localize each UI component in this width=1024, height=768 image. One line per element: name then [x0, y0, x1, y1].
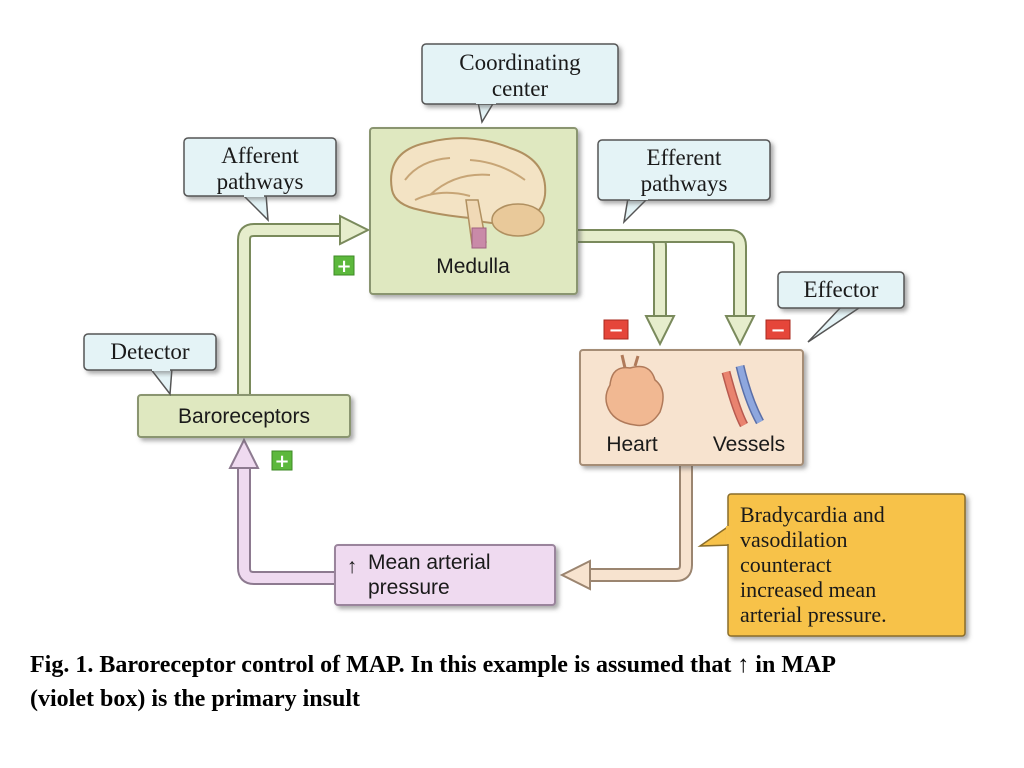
map-label-line2: pressure	[368, 576, 450, 599]
figure-caption: Fig. 1. Baroreceptor control of MAP. In …	[30, 648, 1000, 716]
note-line1: Bradycardia and	[740, 502, 885, 527]
heart-label: Heart	[606, 433, 658, 456]
baroreceptors-label: Baroreceptors	[178, 405, 310, 428]
medulla-box: Medulla	[369, 127, 578, 295]
map-box: ↑ Mean arterial pressure	[334, 544, 556, 606]
minus-sign-vessels: −	[765, 319, 791, 341]
note-line2: vasodilation	[740, 527, 848, 552]
callout-coordinating-center: Coordinating center	[421, 43, 619, 125]
afferent-line1: Afferent	[221, 143, 299, 168]
effector-to-map-arrow	[559, 465, 693, 591]
coordinating-line2: center	[492, 76, 549, 101]
map-label-line1: Mean arterial	[368, 551, 491, 574]
map-to-baroreceptor-arrow	[228, 437, 335, 585]
detector-label: Detector	[110, 339, 190, 364]
plus-sign-baroreceptor: +	[271, 450, 293, 472]
vessels-icon	[721, 364, 764, 428]
note-line4: increased mean	[740, 577, 876, 602]
effector-box: Heart Vessels	[579, 349, 804, 466]
afferent-arrow	[237, 214, 371, 395]
bradycardia-note: Bradycardia and vasodilation counteract …	[697, 493, 966, 637]
brain-icon	[390, 137, 547, 249]
baroreceptors-box: Baroreceptors	[137, 394, 351, 438]
coordinating-line1: Coordinating	[459, 50, 581, 75]
heart-icon	[605, 354, 664, 427]
note-line5: arterial pressure.	[740, 602, 887, 627]
callout-afferent-pathways: Afferent pathways	[183, 137, 337, 222]
callout-detector: Detector	[83, 333, 217, 397]
caption-line2: (violet box) is the primary insult	[30, 686, 360, 712]
effector-label: Effector	[804, 277, 879, 302]
svg-text:+: +	[274, 451, 289, 472]
caption-line1: Fig. 1. Baroreceptor control of MAP. In …	[30, 652, 836, 678]
minus-sign-heart: −	[603, 319, 629, 341]
callout-effector: Effector	[777, 271, 905, 343]
efferent-arrow-vessels	[575, 229, 756, 347]
note-line3: counteract	[740, 552, 832, 577]
plus-sign-afferent: +	[333, 255, 355, 277]
efferent-line2: pathways	[641, 171, 728, 196]
svg-text:−: −	[770, 320, 785, 341]
vessels-label: Vessels	[713, 433, 785, 456]
efferent-line1: Efferent	[647, 145, 723, 170]
map-up-arrow: ↑	[347, 555, 358, 578]
medulla-label: Medulla	[436, 255, 510, 278]
svg-text:−: −	[608, 320, 623, 341]
afferent-line2: pathways	[217, 169, 304, 194]
callout-efferent-pathways: Efferent pathways	[597, 139, 771, 225]
svg-text:+: +	[336, 256, 351, 277]
